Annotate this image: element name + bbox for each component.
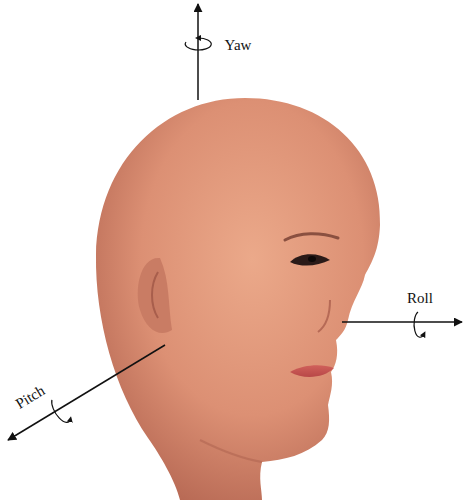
yaw-rotation <box>185 38 211 50</box>
axis-label: Yaw <box>223 37 254 54</box>
ear <box>138 258 172 333</box>
pitch-axis <box>8 345 165 440</box>
axis-label: Pitch <box>11 381 50 414</box>
axis-label: Roll <box>405 290 435 307</box>
lips <box>290 365 334 377</box>
eyebrow <box>285 234 338 240</box>
roll-axis <box>342 321 462 323</box>
eye <box>290 254 330 265</box>
pitch-rotation <box>49 397 72 426</box>
yaw-axis <box>197 4 199 100</box>
roll-rotation <box>414 312 424 337</box>
head-shape <box>96 98 380 500</box>
